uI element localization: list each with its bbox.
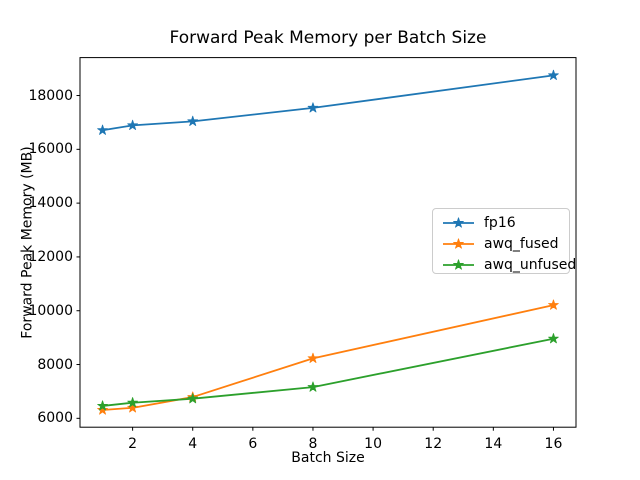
- data-point-marker: [307, 102, 319, 113]
- data-point-marker: [548, 69, 559, 80]
- data-point-marker: [548, 299, 559, 310]
- data-point-marker: [97, 404, 108, 415]
- y-tick-label: 12000: [28, 248, 73, 265]
- data-point-marker: [548, 333, 559, 344]
- data-point-marker: [127, 402, 138, 413]
- x-tick-label: 2: [128, 436, 138, 452]
- legend-marker-icon: [443, 237, 474, 249]
- legend-item-awq_fused: awq_fused: [442, 233, 569, 254]
- y-tick-label: 14000: [28, 195, 73, 212]
- x-tick-label: 10: [364, 436, 382, 452]
- plot-border: [79, 57, 577, 428]
- legend-marker-icon: [443, 258, 474, 270]
- data-point-marker: [307, 381, 319, 392]
- x-tick-label: 12: [424, 436, 443, 452]
- y-tick-label: 6000: [37, 410, 73, 427]
- series-line-awq_unfused: [101, 337, 555, 407]
- chart-title: Forward Peak Memory per Batch Size: [169, 28, 487, 48]
- x-tick-label: 4: [188, 436, 198, 452]
- series-line-fp16: [101, 74, 555, 132]
- y-tick-label: 16000: [28, 141, 73, 158]
- legend-item-awq_unfused: awq_unfused: [442, 254, 576, 275]
- y-tick-label: 18000: [28, 87, 73, 104]
- x-tick-label: 6: [248, 436, 258, 452]
- y-axis-label: Forward Peak Memory (MB): [19, 146, 36, 339]
- legend-label: awq_fused: [484, 235, 559, 252]
- series-line-awq_fused: [101, 304, 555, 411]
- y-tick-label: 8000: [37, 356, 73, 373]
- legend-item-fp16: fp16: [442, 212, 569, 233]
- x-tick-label: 14: [484, 436, 503, 452]
- legend-star-icon: [453, 216, 464, 228]
- legend-star-icon: [453, 237, 464, 249]
- data-point-marker: [97, 400, 108, 411]
- legend: fp16 awq_fused awq_unfused: [432, 208, 576, 275]
- x-tick-label: 8: [308, 436, 318, 452]
- x-axis-label: Batch Size: [291, 450, 365, 466]
- data-point-marker: [97, 124, 108, 135]
- legend-label: fp16: [484, 214, 516, 231]
- x-tick-label: 16: [544, 436, 563, 452]
- legend-star-icon: [453, 258, 464, 270]
- legend-marker-icon: [443, 216, 474, 228]
- data-point-marker: [187, 393, 199, 404]
- data-point-marker: [127, 397, 138, 408]
- data-point-marker: [127, 119, 138, 130]
- data-point-marker: [307, 352, 319, 363]
- legend-label: awq_unfused: [484, 256, 577, 273]
- data-point-marker: [187, 115, 199, 126]
- y-tick-label: 10000: [28, 302, 73, 319]
